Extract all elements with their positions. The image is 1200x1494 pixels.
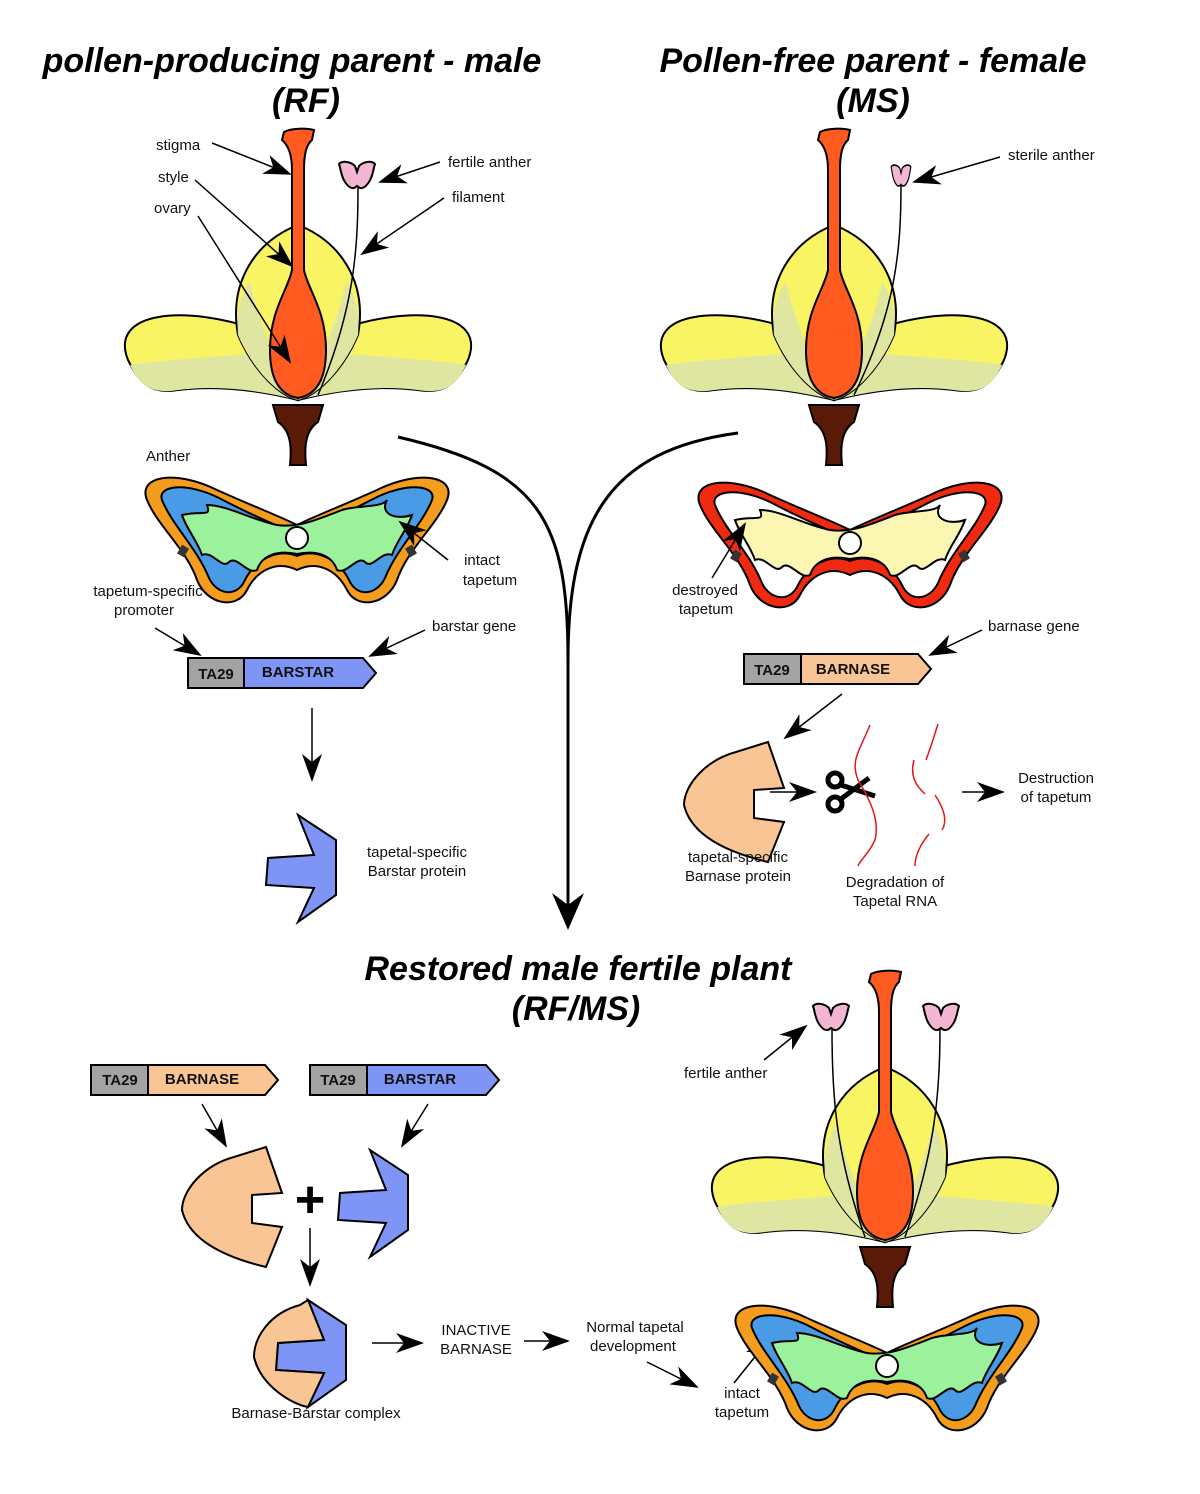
restored-anther-section [734, 1304, 1040, 1432]
style-label: style [158, 169, 189, 186]
barnase-protein-label-2: Barnase protein [685, 868, 791, 885]
restored-promoter-2-text: TA29 [320, 1072, 356, 1089]
ovary-label: ovary [154, 200, 191, 217]
inactive-label-1: INACTIVE [441, 1322, 510, 1339]
female-anther-section [697, 481, 1003, 609]
rna-label-1: Degradation of [846, 874, 945, 891]
degraded-rna [854, 723, 946, 867]
barnase-protein-label-1: tapetal-specific [688, 849, 789, 866]
barnase-barstar-complex [252, 1297, 347, 1411]
destruction-label-1: Destruction [1018, 770, 1094, 787]
sterile-anther-label: sterile anther [1008, 147, 1095, 164]
filament-arrow [360, 197, 445, 256]
intact-tapetum-label-2: tapetum [463, 572, 517, 589]
barnase-protein-shape [683, 741, 785, 863]
destroyed-tapetum-arrow [711, 522, 747, 579]
stigma-arrow [211, 142, 292, 175]
male-construct: TA29 BARSTAR [187, 657, 378, 689]
complex-barnase-part [252, 1298, 326, 1409]
plus-sign: + [295, 1171, 325, 1229]
restored-gene-1-text: BARNASE [165, 1071, 239, 1088]
restored-title-line1: Restored male fertile plant [364, 950, 793, 988]
scissors-icon [825, 770, 876, 814]
barstar-gene-box [366, 1064, 501, 1096]
restored-fertile-anther-label: fertile anther [684, 1065, 767, 1082]
ta29-promoter-box [187, 657, 245, 689]
barnase-expression-arrow [783, 693, 843, 740]
restored-gene-2-text: BARSTAR [384, 1071, 456, 1088]
male-title-line1: pollen-producing parent - male [42, 42, 542, 80]
intact-tapetum-label-1: intact [464, 552, 501, 569]
restored-anther-left [812, 1002, 850, 1032]
normal-label-2: development [590, 1338, 677, 1355]
female-sterile-anther [890, 164, 912, 187]
promoter-label-2: promoter [114, 602, 174, 619]
promoter-label-1: tapetum-specific [93, 583, 203, 600]
female-title-line1: Pollen-free parent - female [659, 42, 1086, 80]
cross-arrow-right [566, 431, 739, 661]
cross-arrow-left [397, 435, 570, 905]
barnase-gene-box [800, 653, 933, 685]
barstar-gene-arrow [368, 629, 426, 657]
restored-barstar-arrow [400, 1103, 429, 1148]
male-title-line2: (RF) [272, 82, 340, 120]
restored-barnase-construct: TA29 BARNASE [90, 1064, 280, 1096]
female-promoter-text: TA29 [754, 662, 790, 679]
female-construct: TA29 BARNASE [743, 653, 933, 685]
promoter-arrow [154, 627, 202, 657]
female-title-line2: (MS) [836, 82, 910, 120]
inactive-label-2: BARNASE [440, 1341, 512, 1358]
filament-label: filament [452, 189, 505, 206]
barstar-protein-label-1: tapetal-specific [367, 844, 468, 861]
fertile-anther-label: fertile anther [448, 154, 531, 171]
restored-flower [710, 969, 1060, 1308]
fertile-anther-arrow [378, 161, 441, 184]
male-flower [123, 127, 473, 466]
restored-intact-label-2: tapetum [715, 1404, 769, 1421]
stigma-label: stigma [156, 137, 201, 154]
female-flower [659, 127, 1009, 466]
ta29-promoter-box [309, 1064, 368, 1096]
anther-label: Anther [146, 448, 190, 465]
ovary-arrow [197, 215, 292, 364]
intact-tapetum-arrow [398, 520, 449, 561]
female-filament [853, 184, 902, 396]
male-filament [317, 187, 359, 396]
barstar-gene-box [243, 657, 378, 689]
ta29-promoter-box [90, 1064, 149, 1096]
barnase-gene-box [147, 1064, 280, 1096]
restored-filament-right [904, 1029, 941, 1238]
sterile-anther-arrow [912, 156, 1001, 185]
restored-barnase-protein [181, 1146, 283, 1268]
restored-promoter-1-text: TA29 [102, 1072, 138, 1089]
male-fertile-anther [338, 160, 376, 190]
restored-filament-left [831, 1029, 866, 1238]
destroyed-tapetum-label-2: tapetum [679, 601, 733, 618]
restored-barstar-protein [337, 1149, 409, 1258]
restored-title-line2: (RF/MS) [512, 990, 640, 1028]
complex-label: Barnase-Barstar complex [231, 1405, 401, 1422]
barnase-gene-arrow [928, 629, 983, 656]
female-gene-text: BARNASE [816, 661, 890, 678]
male-promoter-text: TA29 [198, 666, 234, 683]
barstar-protein-shape [265, 814, 337, 923]
restored-anther-right [922, 1002, 960, 1032]
restored-intact-label-1: intact [724, 1385, 761, 1402]
rna-label-2: Tapetal RNA [853, 893, 937, 910]
restored-barstar-construct: TA29 BARSTAR [309, 1064, 501, 1096]
barstar-protein-label-2: Barstar protein [368, 863, 466, 880]
restored-barnase-arrow [201, 1103, 227, 1148]
male-gene-text: BARSTAR [262, 664, 334, 681]
intact-arrow [646, 1361, 699, 1388]
barstar-gene-label: barstar gene [432, 618, 516, 635]
destruction-label-2: of tapetum [1021, 789, 1092, 806]
restored-fertile-anther-arrow [763, 1024, 808, 1061]
cross-arrowhead [552, 893, 584, 930]
style-arrow [194, 179, 294, 268]
normal-label-1: Normal tapetal [586, 1319, 684, 1336]
destroyed-tapetum-label-1: destroyed [672, 582, 738, 599]
barnase-gene-label: barnase gene [988, 618, 1080, 635]
